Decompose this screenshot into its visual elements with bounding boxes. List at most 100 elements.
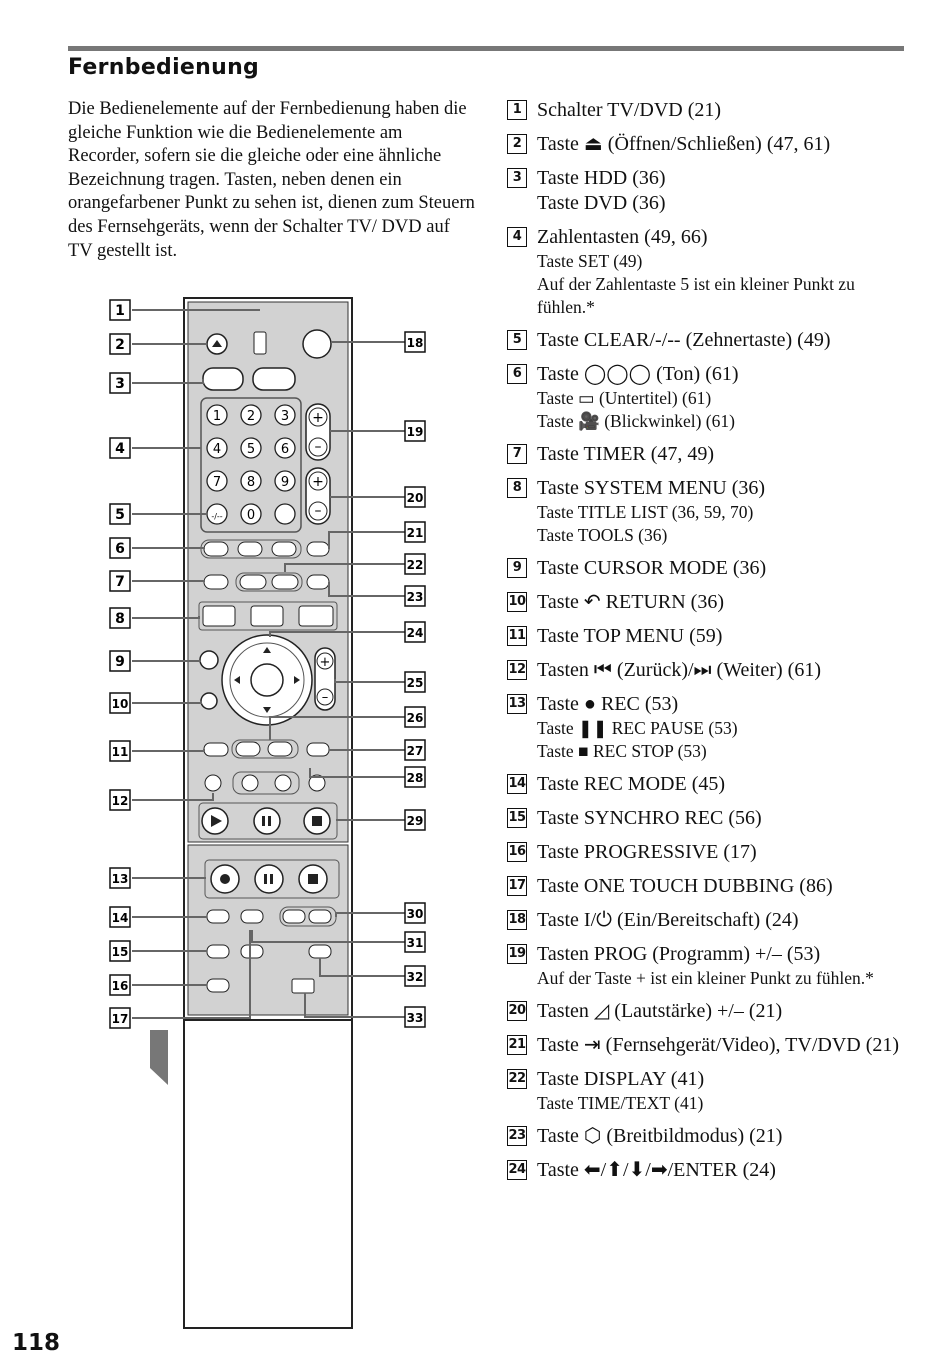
svg-text:–: –	[315, 503, 322, 519]
svg-text:26: 26	[407, 711, 424, 725]
callout-number: 20	[404, 486, 426, 508]
callout-line	[334, 679, 405, 683]
legend-main-text: Taste REC MODE (45)	[537, 773, 726, 795]
legend-item: 14 Taste REC MODE (45)	[507, 772, 907, 797]
svg-text:6: 6	[115, 541, 125, 557]
callout-number: 12	[109, 789, 131, 811]
callout-line	[132, 877, 206, 879]
legend-main-text: Schalter TV/DVD (21)	[537, 99, 722, 121]
callout-number: 10	[109, 692, 131, 714]
svg-text:28: 28	[407, 771, 424, 785]
svg-text:13: 13	[112, 872, 129, 886]
legend-number-badge: 6	[507, 364, 527, 384]
keypad-digit-label: 6	[281, 442, 289, 457]
keypad-digit-label: 9	[281, 475, 289, 490]
keypad-button	[240, 404, 262, 426]
legend-number-badge: 7	[507, 444, 527, 464]
legend-number-badge: 4	[507, 227, 527, 247]
keypad-button	[274, 437, 296, 459]
page-number: 118	[12, 1330, 61, 1356]
legend-sub-text: Taste TOOLS (36)	[537, 525, 668, 545]
keypad-digit-label: 1	[213, 409, 221, 424]
svg-text:+: +	[312, 474, 324, 490]
legend-number-badge: 13	[507, 694, 527, 714]
callout-number: 26	[404, 706, 426, 728]
callout-number: 5	[109, 503, 131, 525]
svg-text:11: 11	[112, 745, 129, 759]
callout-line	[319, 958, 405, 977]
callout-number: 23	[404, 585, 426, 607]
legend-number-badge: 14	[507, 774, 527, 794]
callout-number: 28	[404, 766, 426, 788]
keypad-digit-label: -/--	[211, 512, 222, 521]
legend-item: 7 Taste TIMER (47, 49)	[507, 442, 907, 467]
svg-text:20: 20	[407, 491, 424, 505]
svg-text:24: 24	[407, 626, 424, 640]
legend-item: 1 Schalter TV/DVD (21)	[507, 98, 907, 123]
callout-line	[132, 580, 205, 582]
legend-main-text: Taste TOP MENU (59)	[537, 625, 723, 647]
legend-main-text: Taste TIMER (47, 49)	[537, 443, 715, 465]
callout-line	[132, 547, 205, 549]
callout-number: 18	[404, 331, 426, 353]
svg-text:2: 2	[115, 337, 125, 353]
keypad-digit-label: 5	[247, 442, 255, 457]
callout-number: 8	[109, 607, 131, 629]
legend-number-badge: 11	[507, 626, 527, 646]
svg-text:+: +	[320, 655, 331, 670]
callout-number: 27	[404, 739, 426, 761]
callout-number: 2	[109, 333, 131, 355]
svg-text:–: –	[315, 439, 322, 455]
svg-text:27: 27	[407, 744, 424, 758]
svg-text:29: 29	[407, 814, 424, 828]
legend-number-badge: 16	[507, 842, 527, 862]
legend-sub-text: Taste ❚❚ REC PAUSE (53)	[537, 718, 738, 738]
legend-number-badge: 15	[507, 808, 527, 828]
svg-text:18: 18	[407, 336, 424, 350]
callout-number: 25	[404, 671, 426, 693]
callout-line	[251, 930, 405, 943]
legend-number-badge: 1	[507, 100, 527, 120]
legend-main-text: Taste DISPLAY (41)	[537, 1068, 705, 1090]
callout-line	[336, 819, 405, 821]
svg-text:+: +	[312, 410, 324, 426]
keypad-button	[240, 437, 262, 459]
callout-number: 14	[109, 906, 131, 928]
callout-line	[328, 582, 405, 597]
callout-line	[132, 930, 251, 1019]
legend-main-text: Taste ⏏ (Öffnen/Schließen) (47, 61)	[537, 133, 831, 155]
callout-number: 22	[404, 553, 426, 575]
keypad-digit-label: 3	[281, 409, 289, 424]
callout-number: 11	[109, 740, 131, 762]
svg-text:9: 9	[115, 654, 125, 670]
keypad-button	[274, 503, 296, 525]
callout-number: 15	[109, 940, 131, 962]
legend-main-text: Taste ONE TOUCH DUBBING (86)	[537, 875, 833, 897]
svg-text:16: 16	[112, 979, 129, 993]
legend-number-badge: 18	[507, 910, 527, 930]
keypad-button	[240, 503, 262, 525]
callout-number: 29	[404, 809, 426, 831]
legend-number-badge: 19	[507, 944, 527, 964]
svg-text:21: 21	[407, 526, 424, 540]
legend-sub-text: Taste 🎥 (Blickwinkel) (61)	[537, 411, 735, 431]
legend-main-text: Taste ⬡ (Breitbildmodus) (21)	[537, 1125, 783, 1147]
legend-main-text: Taste ↶ RETURN (36)	[537, 591, 724, 613]
svg-text:23: 23	[407, 590, 424, 604]
legend-main-text: Taste ◯◯◯ (Ton) (61)	[537, 363, 739, 385]
callout-number: 3	[109, 372, 131, 394]
legend-main-text: Zahlentasten (49, 66)	[537, 226, 708, 248]
legend-main-text: Taste CLEAR/-/-- (Zehnertaste) (49)	[537, 329, 831, 351]
keypad-button	[206, 404, 228, 426]
callout-line	[132, 701, 202, 704]
